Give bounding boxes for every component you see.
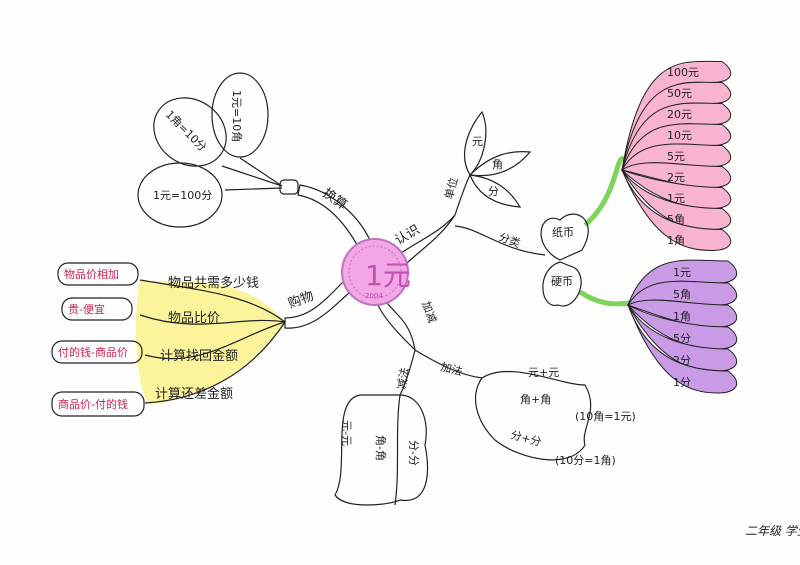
exchange-label: 换算 <box>320 186 350 213</box>
shopping-sub-label: 计算还差金额 <box>155 386 233 402</box>
blob-divider <box>394 394 401 506</box>
balloon-string <box>221 165 283 187</box>
note-cloud <box>51 391 145 417</box>
addition-blob <box>474 370 592 461</box>
petal <box>621 169 732 252</box>
addition-item: 角+角 <box>520 393 551 406</box>
coin-icon <box>341 238 409 306</box>
petal <box>621 169 732 210</box>
note-cloud <box>61 297 133 321</box>
subtraction-label: 减法 <box>394 366 412 390</box>
denomination-label: 2元 <box>667 171 685 184</box>
shopping-sub-line <box>139 279 286 323</box>
shopping-label: 购物 <box>286 288 316 312</box>
shopping-branch-shape <box>284 281 351 329</box>
denomination-label: 10元 <box>667 129 692 142</box>
category-label: 分类 <box>497 230 522 251</box>
addsub-label: 加减 <box>419 300 439 325</box>
addsub-branch: 加减 减法 元-元 角-角 分-分 加法 元+元 角+角 分+分 (10角=1元… <box>334 299 636 506</box>
shopping-note: 付的钱-商品价 <box>58 345 128 359</box>
balloon-text: 1元=10角 <box>230 90 243 142</box>
subtraction-item: 角-角 <box>374 435 387 461</box>
shopping-note: 商品价-付的钱 <box>58 397 128 411</box>
balloon-string <box>239 157 283 187</box>
petal <box>627 304 738 372</box>
know-branch: 认识 单位 元 角 分 分类 纸币 硬币 100元 50元 20元 10元 5元 2元 1元… <box>393 60 738 394</box>
denomination-label: 20元 <box>667 108 692 121</box>
denomination-label: 5元 <box>667 150 685 163</box>
hand-icon <box>279 179 299 195</box>
balloon-text: 1角=10分 <box>163 108 209 154</box>
shopping-sub-line <box>139 314 286 325</box>
petal <box>621 169 732 231</box>
signature: 二年级 学生签名 <box>745 524 800 538</box>
shopping-note: 贵-便宜 <box>68 302 105 316</box>
denomination-label: 1分 <box>673 376 691 389</box>
addition-line <box>414 349 483 379</box>
balloon-orange <box>211 72 269 158</box>
leaf-label: 元 <box>472 135 483 148</box>
coin-stem <box>578 289 631 307</box>
subtraction-blob <box>334 394 429 506</box>
leaf-label: 角 <box>492 158 503 171</box>
unit-branch <box>454 174 471 216</box>
shopping-sub-label: 物品比价 <box>168 311 220 326</box>
shopping-sub-line <box>144 321 286 404</box>
petal <box>627 304 738 350</box>
denomination-label: 100元 <box>667 66 699 79</box>
denomination-label: 5角 <box>673 288 691 301</box>
coin-rim <box>348 245 402 299</box>
petal <box>620 162 732 189</box>
paper-stem <box>583 156 627 227</box>
addsub-branch-shape <box>377 299 416 352</box>
shopping-sub-line <box>144 321 286 360</box>
unit-label: 单位 <box>441 176 460 201</box>
denomination-label: 1角 <box>673 310 691 323</box>
shopping-sub-label: 计算找回金额 <box>160 348 238 364</box>
flower-coin <box>542 261 582 307</box>
leaf-jiao <box>468 151 532 177</box>
balloon-text: 1元=100分 <box>153 189 212 202</box>
shopping-branch: 购物 物品共需多少钱 物品比价 计算找回金额 计算还差金额 物品价相加 贵-便宜… <box>51 262 351 417</box>
petal <box>627 304 738 394</box>
category-branch <box>454 225 546 256</box>
exchange-branch: 换算 1元=10角 1角=10分 1元=100分 <box>137 72 373 251</box>
know-label: 认识 <box>393 222 423 248</box>
leaf-yuan <box>464 110 487 176</box>
leaf-fen <box>469 174 522 208</box>
balloon-blue <box>153 97 227 167</box>
subtraction-line <box>399 349 416 396</box>
yellow-fan <box>135 280 285 405</box>
addition-item: 元+元 <box>528 366 559 379</box>
addition-label: 加法 <box>439 359 464 378</box>
subtraction-item: 分-分 <box>407 440 420 466</box>
addition-item: 分+分 <box>509 428 543 449</box>
denomination-label: 1角 <box>667 234 685 247</box>
coin-year: 2004 <box>365 292 383 300</box>
balloon-string <box>224 187 283 191</box>
note-cloud <box>51 340 143 364</box>
subtraction-item: 元-元 <box>340 420 353 446</box>
shopping-sub-label: 物品共需多少钱 <box>168 275 259 291</box>
note-cloud <box>57 262 139 286</box>
know-branch-shape <box>397 214 456 266</box>
shopping-note: 物品价相加 <box>64 267 119 281</box>
petal <box>626 299 738 328</box>
leaf-label: 分 <box>488 185 499 198</box>
paper-label: 纸币 <box>552 226 574 239</box>
balloon-purple <box>137 162 223 228</box>
coin-label: 1元 <box>365 259 411 292</box>
flower-paper <box>540 213 589 261</box>
denomination-label: 1元 <box>673 266 691 279</box>
coin-label: 硬币 <box>551 275 573 288</box>
denomination-label: 50元 <box>667 87 692 100</box>
center-coin: 1元 2004 <box>341 238 411 306</box>
addition-note: (10角=1元) <box>575 410 636 423</box>
addition-note: (10分=1角) <box>555 454 616 467</box>
